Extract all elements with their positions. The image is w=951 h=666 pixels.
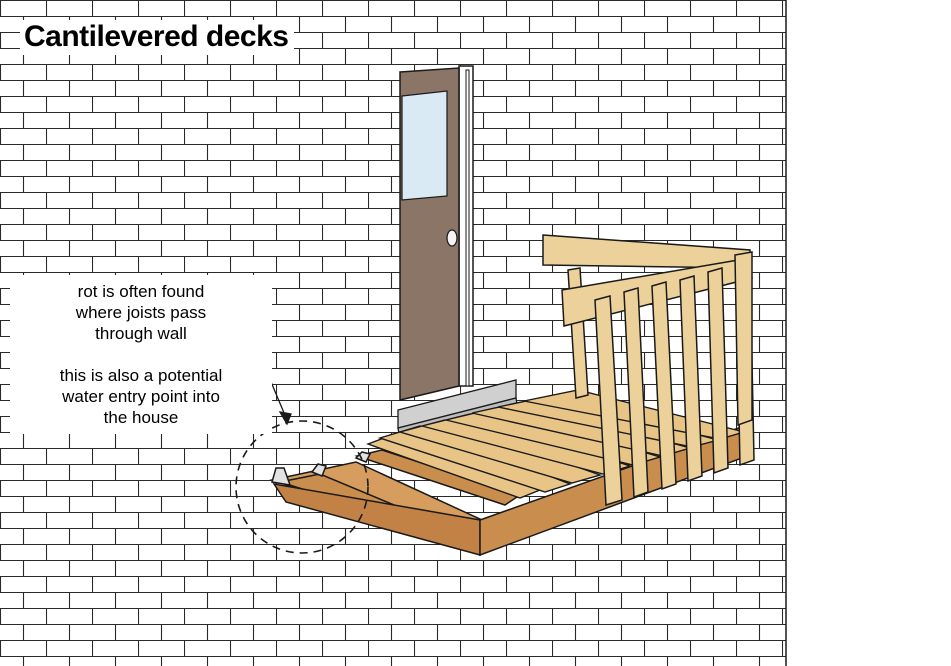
annotation-line: rot is often found [77,282,205,301]
rot-area-circle [235,420,369,554]
door-window [401,90,448,201]
rot-annotation: rot is often found where joists pass thr… [10,275,272,434]
railing [542,234,755,507]
annotation-line: water entry point into [62,387,220,406]
page-title: Cantilevered decks [20,20,295,55]
annotation-line: where joists pass [75,303,207,322]
annotation-line: the house [103,408,179,427]
door-knob [446,229,458,247]
annotation-line: through wall [95,324,187,343]
door [399,65,474,401]
annotation-line: this is also a potential [59,366,223,385]
